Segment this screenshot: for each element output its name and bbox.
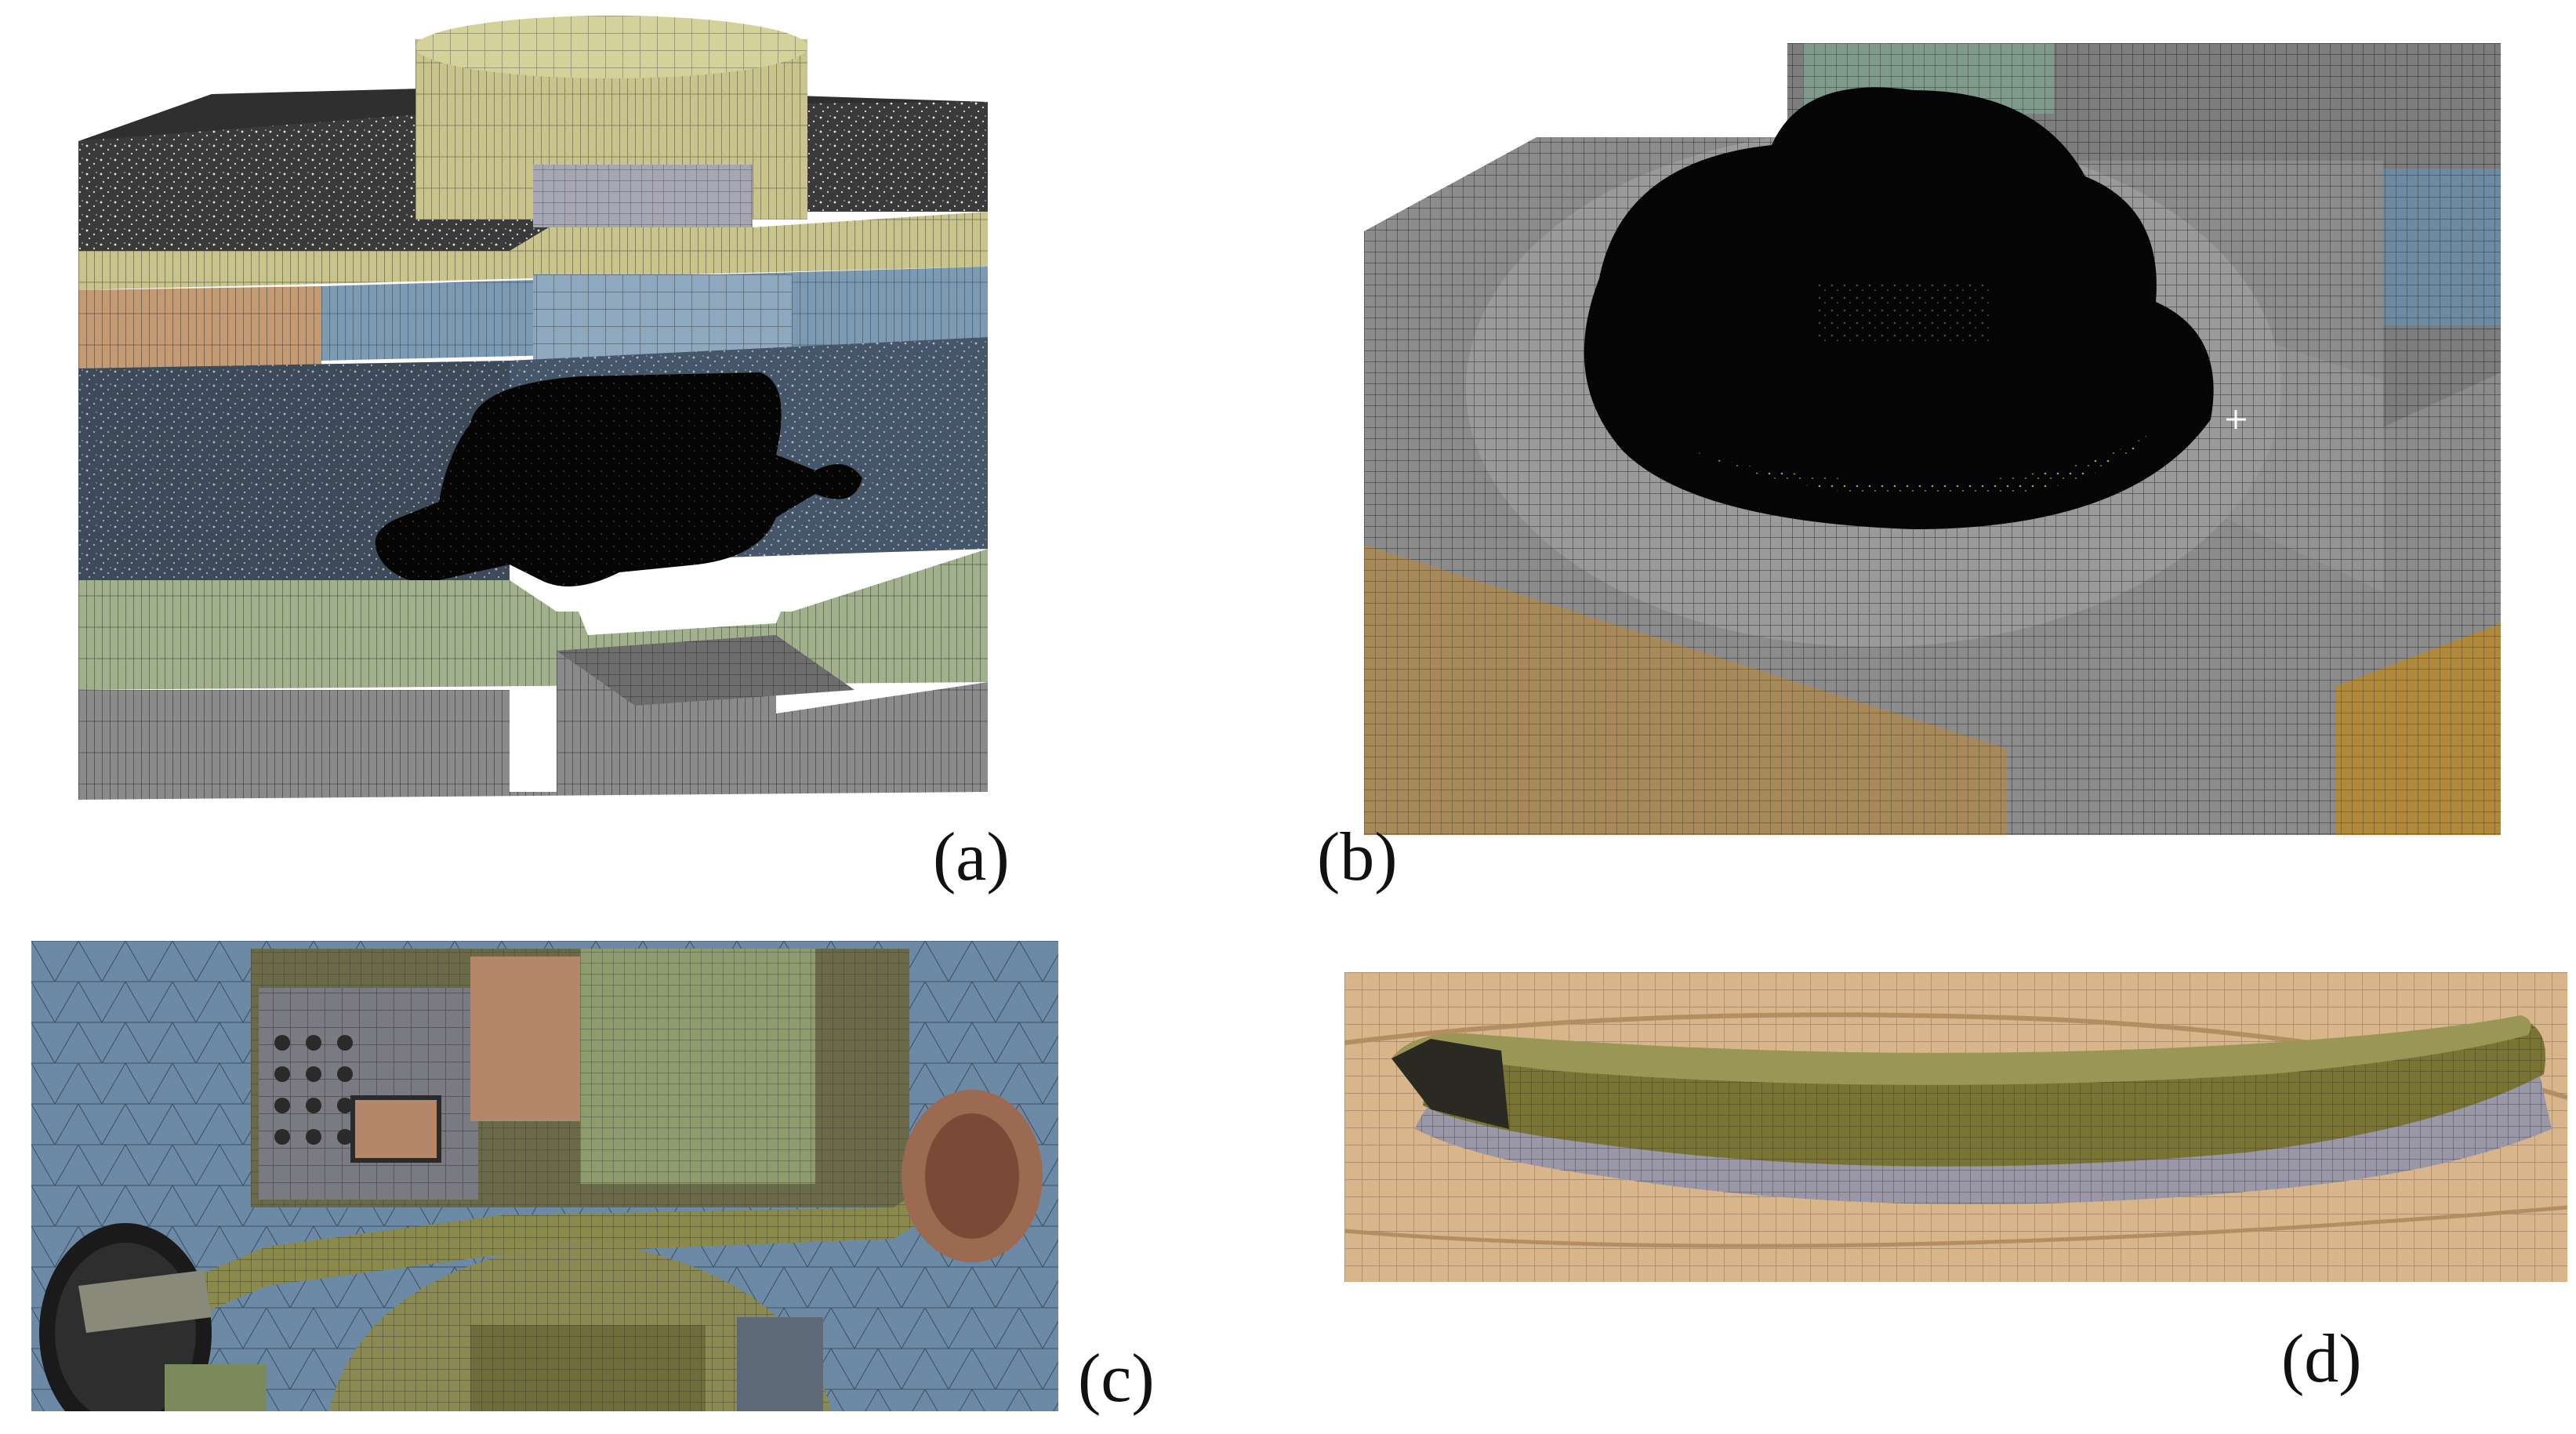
seal-ring-figure	[1344, 972, 2567, 1282]
panel-c-label: (c)	[1078, 1341, 1155, 1417]
panel-d-seal-ring-mesh	[1344, 972, 2567, 1282]
turbine-mesh-figure	[31, 941, 1058, 1411]
panel-b-label: (b)	[1317, 819, 1398, 895]
panel-a-label: (a)	[933, 819, 1010, 895]
pit-mesh-figure	[1364, 43, 2501, 835]
panel-d-label: (d)	[2281, 1321, 2362, 1397]
block-mesh-figure	[78, 16, 988, 800]
panel-a-block-mesh	[71, 16, 1011, 847]
panel-b-pit-mesh	[1364, 43, 2501, 835]
panel-c-turbine-mesh	[31, 941, 1058, 1411]
